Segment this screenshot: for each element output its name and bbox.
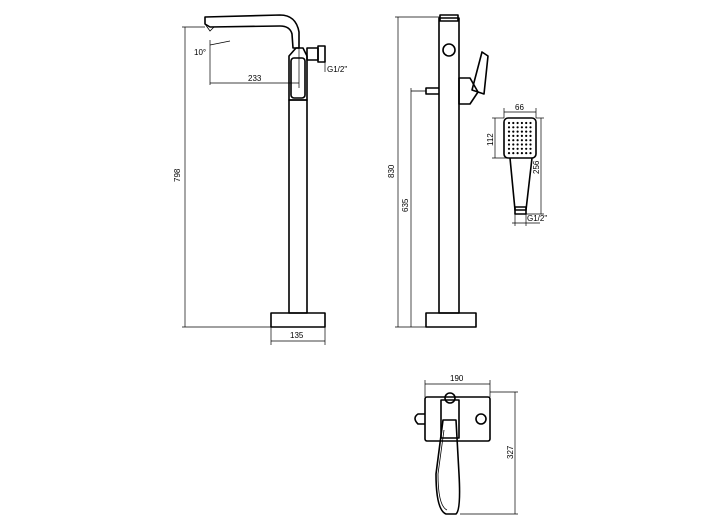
nozzle — [520, 130, 524, 133]
nozzle — [529, 143, 532, 146]
nozzle — [516, 139, 519, 142]
concealed-hose-holder — [414, 413, 425, 425]
nozzle — [507, 126, 511, 129]
nozzle — [529, 152, 532, 155]
nozzle — [516, 130, 519, 133]
nozzle — [520, 126, 524, 129]
nozzle — [516, 147, 519, 150]
side-diverter-knob — [442, 43, 456, 57]
side-handle — [471, 51, 489, 95]
nozzle — [512, 139, 515, 142]
nozzle — [525, 152, 528, 155]
nozzle — [507, 121, 511, 125]
nozzle — [520, 139, 524, 142]
nozzle — [512, 152, 515, 155]
hand-shower-dim-length: 256 — [532, 160, 541, 174]
nozzle — [516, 134, 519, 137]
nozzle — [507, 130, 511, 133]
nozzle — [516, 152, 519, 155]
nozzle — [507, 147, 511, 150]
concealed-handle — [435, 419, 461, 515]
nozzle — [520, 147, 524, 150]
side-base-plate — [425, 312, 477, 328]
hand-shower-dim-thread: G1/2" — [527, 214, 547, 223]
side-top-cap — [439, 14, 459, 22]
nozzle — [525, 130, 528, 133]
hand-shower-dim-width: 66 — [515, 103, 524, 112]
concealed-body — [440, 399, 460, 439]
side-dim-height-total: 830 — [387, 164, 396, 178]
nozzle — [520, 121, 524, 125]
nozzle — [512, 130, 515, 133]
front-column — [288, 99, 308, 314]
front-dim-spout-reach: 233 — [248, 74, 262, 83]
nozzle — [516, 121, 519, 125]
front-base-plate — [270, 312, 326, 328]
front-spout-tip — [204, 23, 215, 32]
concealed-dim-width: 190 — [450, 374, 464, 383]
nozzle — [520, 134, 524, 137]
nozzle — [512, 147, 515, 150]
front-mixer-body — [288, 47, 308, 101]
nozzle — [529, 139, 532, 142]
front-spout — [204, 14, 300, 49]
side-dim-hose-height: 635 — [401, 198, 410, 212]
hand-shower-view: 66 112 256 G1/2" — [486, 103, 547, 226]
nozzle — [512, 126, 515, 129]
nozzle — [525, 147, 528, 150]
hand-shower-nozzles — [507, 121, 532, 155]
nozzle — [507, 152, 511, 155]
side-view: 830 635 — [387, 14, 489, 328]
front-side-connector — [306, 47, 319, 61]
front-dim-base: 135 — [290, 331, 304, 340]
hand-shower-dim-head-height: 112 — [486, 133, 495, 146]
nozzle — [516, 143, 519, 146]
front-view: 10° 233 G1/2" 798 135 — [173, 14, 347, 345]
nozzle — [529, 126, 532, 129]
nozzle — [520, 143, 524, 146]
nozzle — [529, 130, 532, 133]
nozzle — [507, 134, 511, 137]
side-hose-outlet — [425, 87, 439, 95]
nozzle — [516, 126, 519, 129]
nozzle — [529, 134, 532, 137]
front-dim-thread: G1/2" — [327, 65, 347, 74]
nozzle — [512, 121, 515, 125]
front-dim-height: 798 — [173, 168, 182, 182]
nozzle — [529, 147, 532, 150]
nozzle — [525, 139, 528, 142]
front-dim-spout-angle: 10° — [194, 48, 206, 57]
hand-shower-thread — [514, 206, 527, 215]
nozzle — [525, 126, 528, 129]
nozzle — [525, 121, 528, 125]
nozzle — [520, 152, 524, 155]
front-handle — [290, 57, 306, 99]
concealed-knob-side — [475, 413, 487, 425]
concealed-knob-top — [444, 392, 456, 404]
nozzle — [512, 143, 515, 146]
nozzle — [507, 139, 511, 142]
hand-shower-head — [503, 117, 537, 159]
nozzle — [529, 121, 532, 125]
side-column — [438, 17, 460, 314]
hand-shower-grip — [509, 157, 533, 211]
nozzle — [512, 134, 515, 137]
nozzle — [525, 134, 528, 137]
nozzle — [525, 143, 528, 146]
front-connector-nut — [317, 45, 326, 63]
side-mixer-body — [458, 77, 479, 105]
concealed-view: 190 327 — [414, 374, 518, 515]
concealed-dim-height: 327 — [506, 445, 515, 459]
nozzle — [507, 143, 511, 146]
